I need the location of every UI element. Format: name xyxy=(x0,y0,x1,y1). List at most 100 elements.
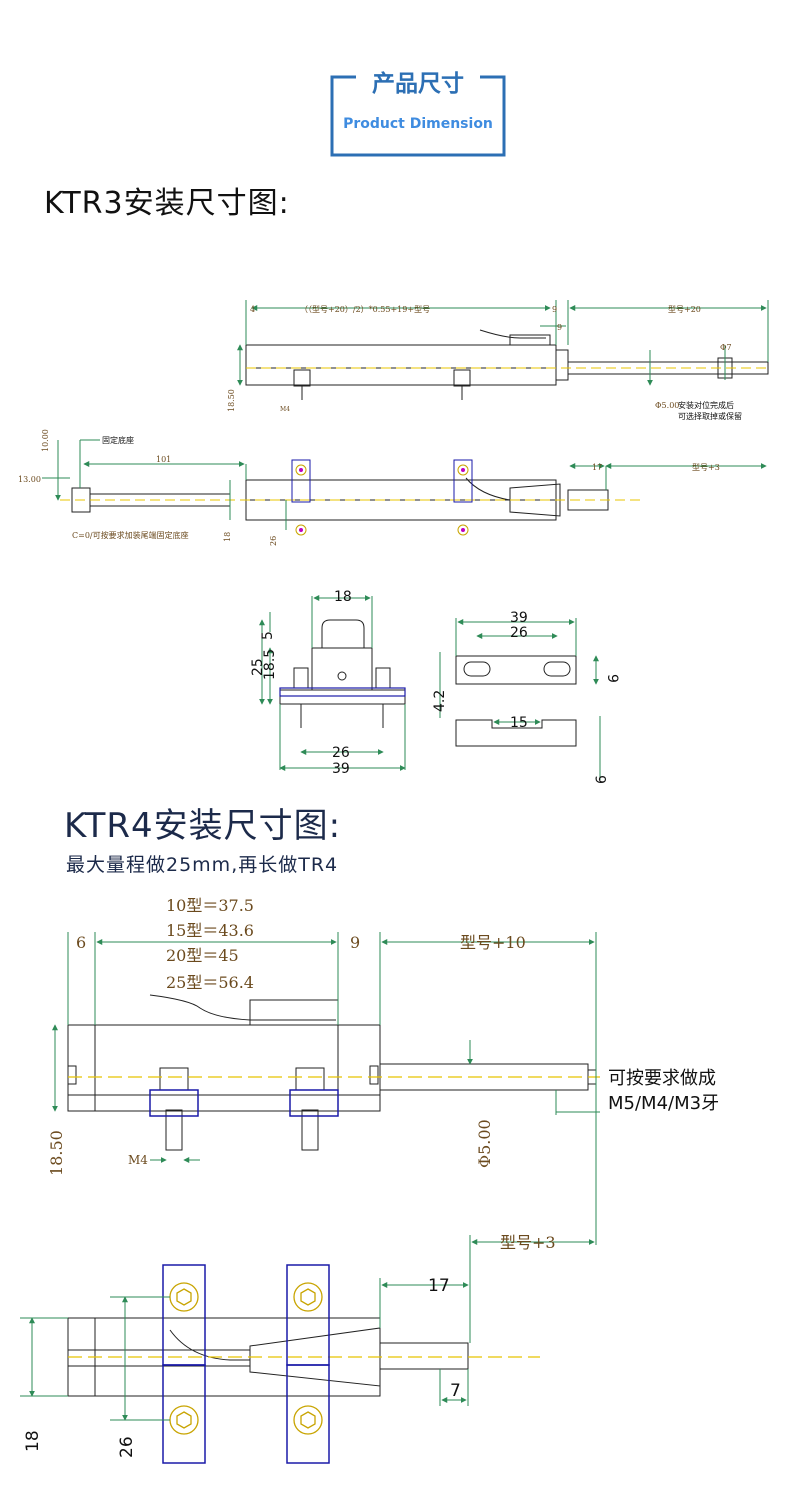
plate-side xyxy=(455,719,577,747)
plate-top xyxy=(455,655,577,685)
ktr3-label-main: （（型号+20）/2）*0.55+19+型号 xyxy=(300,305,430,314)
ktr4-label-9: 9 xyxy=(350,933,360,952)
ktr4-label-h: 18.50 xyxy=(47,1130,66,1176)
ktr3-label-101: 101 xyxy=(156,455,171,464)
plate-slot-left xyxy=(463,661,491,677)
ktr3-label-model20: 型号+20 xyxy=(668,305,701,314)
header-badge-frame xyxy=(330,75,506,157)
ktr4-label-dia: Φ5.00 xyxy=(475,1119,494,1168)
ktr4-top-dims xyxy=(52,932,600,1245)
ktr3-label-18: 18 xyxy=(223,532,232,542)
ktr4-b-screw-2 xyxy=(293,1282,323,1312)
ktr4-table-20: 20型＝45 xyxy=(166,946,239,965)
bracket-dims xyxy=(259,595,406,771)
ktr4-b-screw-1 xyxy=(169,1282,199,1312)
ktr3-base-view xyxy=(71,477,609,521)
ktr4-screw-head-left xyxy=(159,1067,189,1091)
plate-label-6: 6 xyxy=(594,775,610,784)
bracket-cap xyxy=(321,619,365,648)
ktr4-cable-gland xyxy=(249,999,339,1026)
plate-label-42: 4.2 xyxy=(432,690,448,712)
bracket-label-5: 5 xyxy=(260,631,276,640)
ktr4-table-10: 10型＝37.5 xyxy=(166,896,254,915)
ktr3-screw-center-2 xyxy=(461,468,465,472)
ktr3-screw-center-1 xyxy=(299,468,303,472)
ktr3-base-mounts xyxy=(291,459,473,503)
plate-label-9: 9 xyxy=(604,674,620,683)
ktr4-b-hex-1 xyxy=(176,1288,192,1306)
ktr3-screw-right xyxy=(453,369,471,387)
bracket-mount-outline xyxy=(279,687,406,697)
ktr3-base-note: C=0/可按要求加装尾端固定底座 xyxy=(72,530,189,540)
ktr4-note-2: M5/M4/M3牙 xyxy=(608,1093,719,1114)
ktr4-b-hex-3 xyxy=(176,1411,192,1429)
ktr4-b-hex-4 xyxy=(300,1411,316,1429)
ktr3-label-m4: M4 xyxy=(280,406,290,413)
ktr3-label-26: 26 xyxy=(269,536,278,546)
ktr3-label-h: 18.50 xyxy=(227,389,236,412)
ktr3-label-4: 4 xyxy=(250,305,255,314)
ktr3-label-fixed-base: 固定底座 xyxy=(102,435,134,445)
ktr3-label-dia7: Φ7 xyxy=(720,343,732,352)
ktr3-screw-left xyxy=(293,369,311,387)
ktr4-b-label-7: 7 xyxy=(450,1381,461,1401)
ktr3-endcap xyxy=(555,349,569,381)
bracket-label-18: 18 xyxy=(334,589,352,605)
ktr3-screw-bottom-right xyxy=(457,524,469,536)
ktr4-note-1: 可按要求做成 xyxy=(608,1068,716,1089)
plate-slot-right xyxy=(543,661,571,677)
plate-label-26: 26 xyxy=(510,625,528,641)
ktr4-top-view xyxy=(67,994,597,1151)
ktr4-label-6: 6 xyxy=(76,933,86,952)
ktr4-b-hex-2 xyxy=(300,1288,316,1306)
ktr4-label-m4: M4 xyxy=(128,1153,148,1167)
ktr3-bracket xyxy=(279,619,406,728)
ktr3-mount-left xyxy=(291,459,311,503)
ktr4-b-rod xyxy=(379,1342,469,1370)
ktr3-label-model3: 型号+3 xyxy=(692,463,720,472)
ktr3-screw-top-right xyxy=(457,464,469,476)
bracket-screw-right xyxy=(375,667,391,689)
ktr3-label-dia5: Φ5.00 xyxy=(655,401,679,410)
bracket-label-26: 26 xyxy=(332,745,350,761)
header-title: 产品尺寸 xyxy=(372,71,464,97)
ktr3-screw-bottom-left xyxy=(295,524,307,536)
ktr3-base-taper xyxy=(509,483,561,517)
ktr4-b-label-18: 18 xyxy=(23,1430,43,1452)
ktr4-size-table: 10型＝37.5 15型＝43.6 20型＝45 25型＝56.4 xyxy=(166,896,254,992)
ktr4-mount-left xyxy=(149,1089,199,1117)
bracket-label-39: 39 xyxy=(332,761,350,777)
ktr4-screw-shank-right xyxy=(301,1109,319,1151)
ktr4-b-screw-3 xyxy=(169,1405,199,1435)
ktr4-b-mount-bottom-left xyxy=(162,1364,206,1464)
ktr4-b-mount-top-right xyxy=(286,1264,330,1366)
bracket-plate xyxy=(279,689,406,705)
ktr4-left-slot xyxy=(67,1065,77,1085)
ktr3-top-dims xyxy=(237,300,769,386)
ktr4-cable xyxy=(149,994,336,1021)
ktr3-cable-gland xyxy=(509,334,551,346)
ktr3-note-2: 可选择取掉或保留 xyxy=(678,411,742,421)
ktr4-b-dims xyxy=(20,1235,595,1421)
ktr3-label-10: 10.00 xyxy=(41,429,50,452)
plate-label-15: 15 xyxy=(510,715,528,731)
ktr3-base-dims xyxy=(42,439,767,530)
ktr4-b-label-26: 26 xyxy=(117,1436,137,1458)
ktr3-base-cable xyxy=(465,477,511,501)
ktr4-table-15: 15型＝43.6 xyxy=(166,921,254,940)
ktr4-screw-shank-left xyxy=(165,1109,183,1151)
ktr4-b-screws xyxy=(169,1282,323,1435)
ktr3-note-1: 安装对位完成后 xyxy=(678,400,734,410)
ktr4-body xyxy=(67,1024,381,1112)
ktr4-screw-head-right xyxy=(295,1067,325,1091)
ktr4-b-mount-bottom-right xyxy=(286,1364,330,1464)
header-subtitle: Product Dimension xyxy=(343,116,493,132)
ktr3-label-9b: 9 xyxy=(557,323,562,332)
ktr3-screw-centers xyxy=(299,468,465,532)
ktr4-b-screw-4 xyxy=(293,1405,323,1435)
ktr3-body xyxy=(245,344,557,386)
ktr4-mount-right xyxy=(289,1089,339,1117)
ktr3-plate xyxy=(455,655,577,747)
ktr3-screw-center-3 xyxy=(299,528,303,532)
